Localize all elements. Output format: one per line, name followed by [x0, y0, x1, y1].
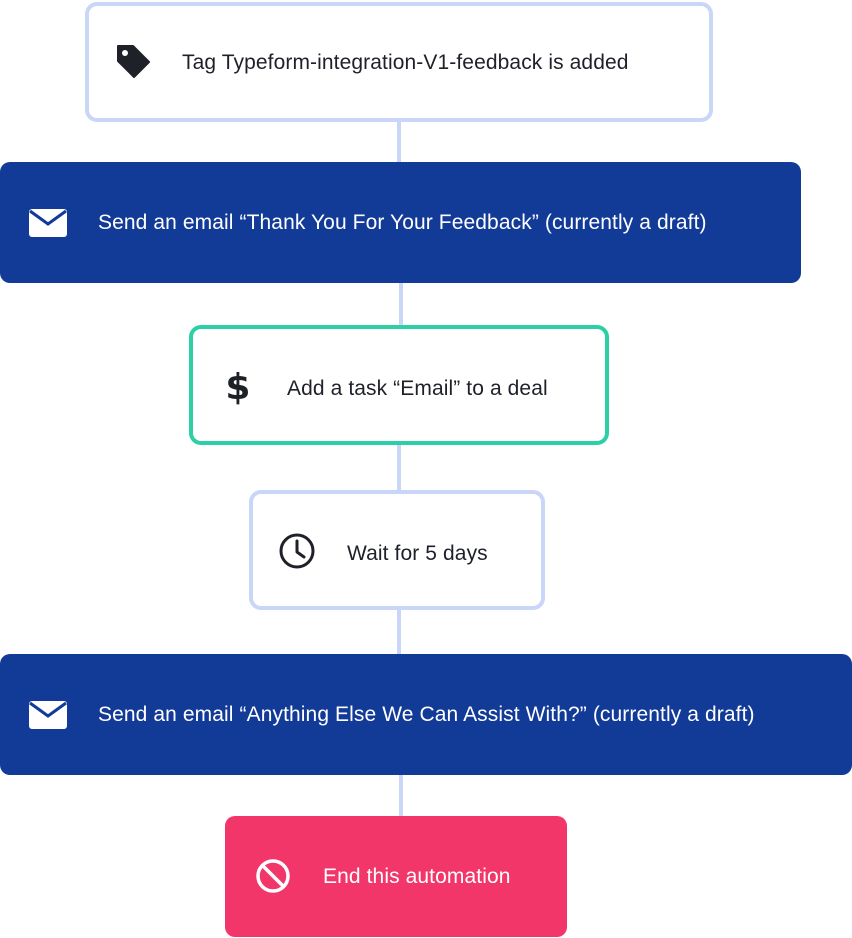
- send-email-step-2[interactable]: Send an email “Anything Else We Can Assi…: [0, 654, 852, 775]
- connector-4: [397, 608, 401, 656]
- trigger-label: Tag Typeform-integration-V1-feedback is …: [182, 51, 629, 74]
- dollar-icon: $: [221, 365, 255, 407]
- wait-step[interactable]: Wait for 5 days: [249, 490, 545, 610]
- envelope-icon: [29, 701, 67, 729]
- add-task-step[interactable]: $ Add a task “Email” to a deal: [189, 325, 609, 445]
- connector-5: [399, 775, 403, 818]
- send-email-step-1[interactable]: Send an email “Thank You For Your Feedba…: [0, 162, 801, 283]
- trigger-step[interactable]: Tag Typeform-integration-V1-feedback is …: [85, 2, 713, 122]
- end-step[interactable]: End this automation: [225, 816, 567, 937]
- end-label: End this automation: [323, 865, 511, 888]
- add-task-label: Add a task “Email” to a deal: [287, 377, 548, 400]
- envelope-icon: [29, 209, 67, 237]
- clock-icon: [277, 531, 317, 571]
- send-email-1-label: Send an email “Thank You For Your Feedba…: [98, 211, 707, 234]
- wait-label: Wait for 5 days: [347, 542, 488, 565]
- connector-1: [397, 119, 401, 164]
- connector-2: [399, 283, 403, 327]
- svg-text:$: $: [225, 367, 250, 407]
- tag-icon: [113, 41, 153, 81]
- connector-3: [397, 443, 401, 492]
- send-email-2-label: Send an email “Anything Else We Can Assi…: [98, 703, 755, 726]
- ban-icon: [254, 857, 292, 895]
